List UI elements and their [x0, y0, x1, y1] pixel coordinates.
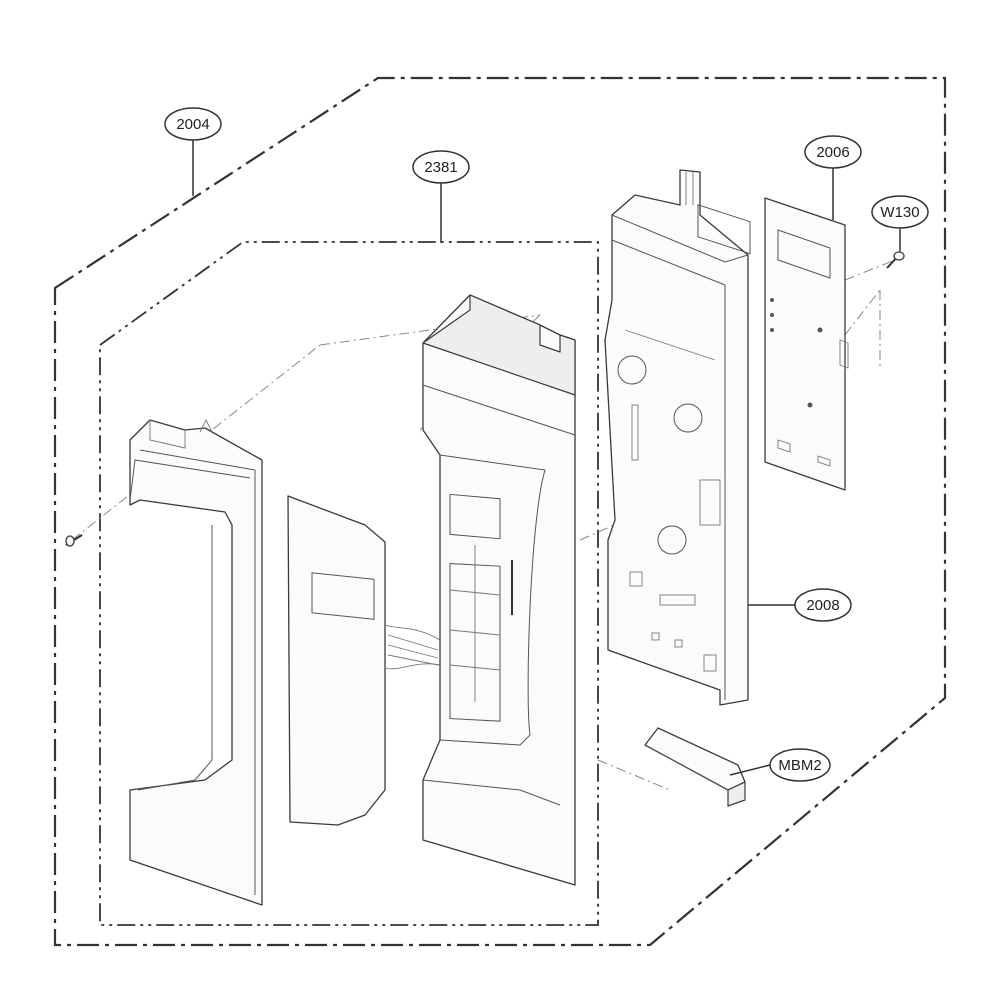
- pcb-bracket-part-2008: [604, 169, 749, 706]
- callout-2006: 2006: [804, 135, 862, 169]
- callout-2004: 2004: [164, 107, 222, 141]
- callout-label-2006: 2006: [816, 144, 849, 161]
- screw-left: [65, 534, 83, 547]
- clip-part-mbm2: [644, 727, 746, 807]
- callout-2381: 2381: [412, 150, 470, 184]
- callout-w130: W130: [871, 195, 929, 229]
- membrane-film-part: [287, 495, 441, 826]
- screw-w130: [886, 251, 905, 269]
- callout-2008: 2008: [794, 588, 852, 622]
- pcb-board-part-2006: [697, 197, 849, 491]
- callout-mbm2: MBM2: [769, 748, 831, 782]
- callout-label-w130: W130: [880, 204, 919, 221]
- control-panel-housing-part: [422, 294, 576, 886]
- subassembly-boundary-2381: [99, 241, 599, 926]
- callout-label-mbm2: MBM2: [778, 757, 821, 774]
- callout-label-2008: 2008: [806, 597, 839, 614]
- callout-label-2004: 2004: [176, 116, 209, 133]
- callout-label-2381: 2381: [424, 159, 457, 176]
- door-frame-part: [129, 418, 263, 906]
- callout-leaders: [192, 140, 901, 776]
- assembly-boundary-2004: [53, 76, 947, 947]
